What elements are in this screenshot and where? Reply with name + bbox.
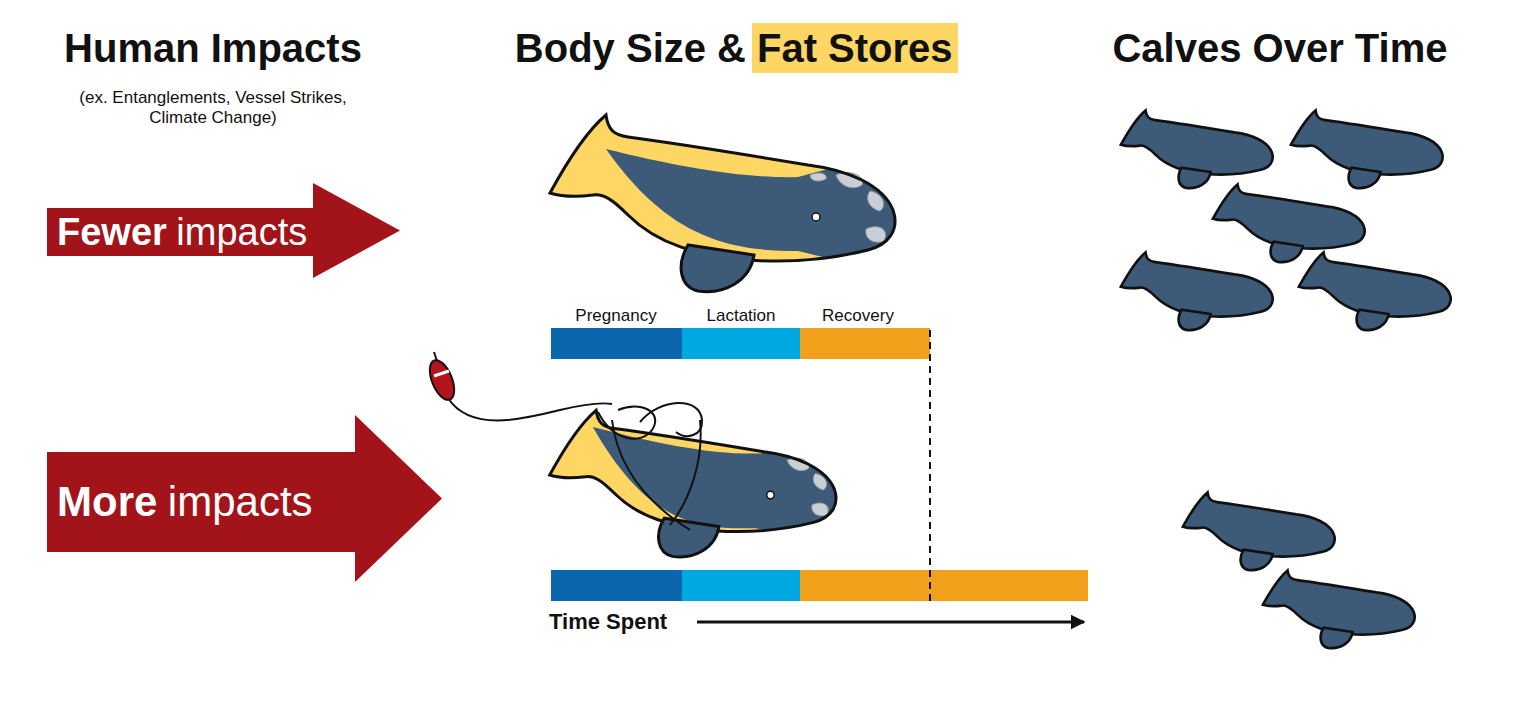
drawing-part (670, 420, 701, 525)
drawing-part (767, 491, 774, 498)
drawing-part (1263, 570, 1415, 648)
drawing-part (1291, 110, 1443, 188)
impact-arrow: Fewerimpacts (47, 183, 400, 278)
phase-label: Lactation (707, 306, 776, 326)
healthy-whale (550, 115, 918, 292)
drawing-part (1183, 492, 1335, 570)
drawing-part (434, 371, 449, 376)
drawing-part (812, 213, 820, 221)
arrow-label: impacts (176, 213, 307, 251)
column-heading: Human Impacts (64, 25, 362, 71)
drawing-part (800, 328, 930, 359)
arrow-outline (47, 415, 442, 582)
drawing-part (1121, 252, 1273, 330)
axis-label: Time Spent (549, 609, 667, 634)
phase-label: Recovery (822, 306, 894, 326)
drawing-part (551, 570, 682, 601)
drawing-part (448, 398, 612, 421)
time-bars (551, 328, 1088, 622)
arrow-outline (47, 183, 400, 278)
drawing-part (697, 621, 1084, 624)
arrow-text: More impacts (57, 452, 313, 552)
drawing-part (681, 245, 754, 292)
arrow-text: Fewerimpacts (57, 208, 307, 256)
drawing-part (659, 518, 719, 557)
emphasis-word: More (57, 481, 157, 523)
drawing-part (810, 173, 826, 181)
column-heading: Calves Over Time (1112, 25, 1447, 71)
impact-arrow: More impacts (47, 415, 442, 582)
drawing-part (866, 227, 886, 243)
drawing-part (550, 115, 895, 261)
drawing-part (551, 328, 682, 359)
arrow-label: impacts (168, 481, 313, 523)
drawing-part (425, 357, 459, 403)
calves (1121, 110, 1451, 648)
entangled-whale (550, 410, 855, 557)
drawing-part (1213, 184, 1365, 262)
phase-label: Pregnancy (575, 306, 656, 326)
note: (ex. Entanglements, Vessel Strikes, Clim… (58, 88, 368, 127)
drawing-part (812, 503, 828, 516)
column-heading: Body Size & (515, 25, 746, 71)
drawing-part (598, 406, 655, 438)
drawing-part (640, 403, 702, 436)
highlighted-heading: Fat Stores (752, 23, 958, 73)
drawing-part (1299, 252, 1451, 330)
drawing-part (1121, 110, 1273, 188)
fishing-gear (425, 352, 702, 530)
drawing-part (550, 410, 836, 531)
emphasis-word: Fewer (57, 213, 167, 251)
drawing-part (800, 570, 1088, 601)
drawing-part (929, 330, 931, 602)
drawing-part (682, 570, 800, 601)
drawing-part (682, 328, 800, 359)
